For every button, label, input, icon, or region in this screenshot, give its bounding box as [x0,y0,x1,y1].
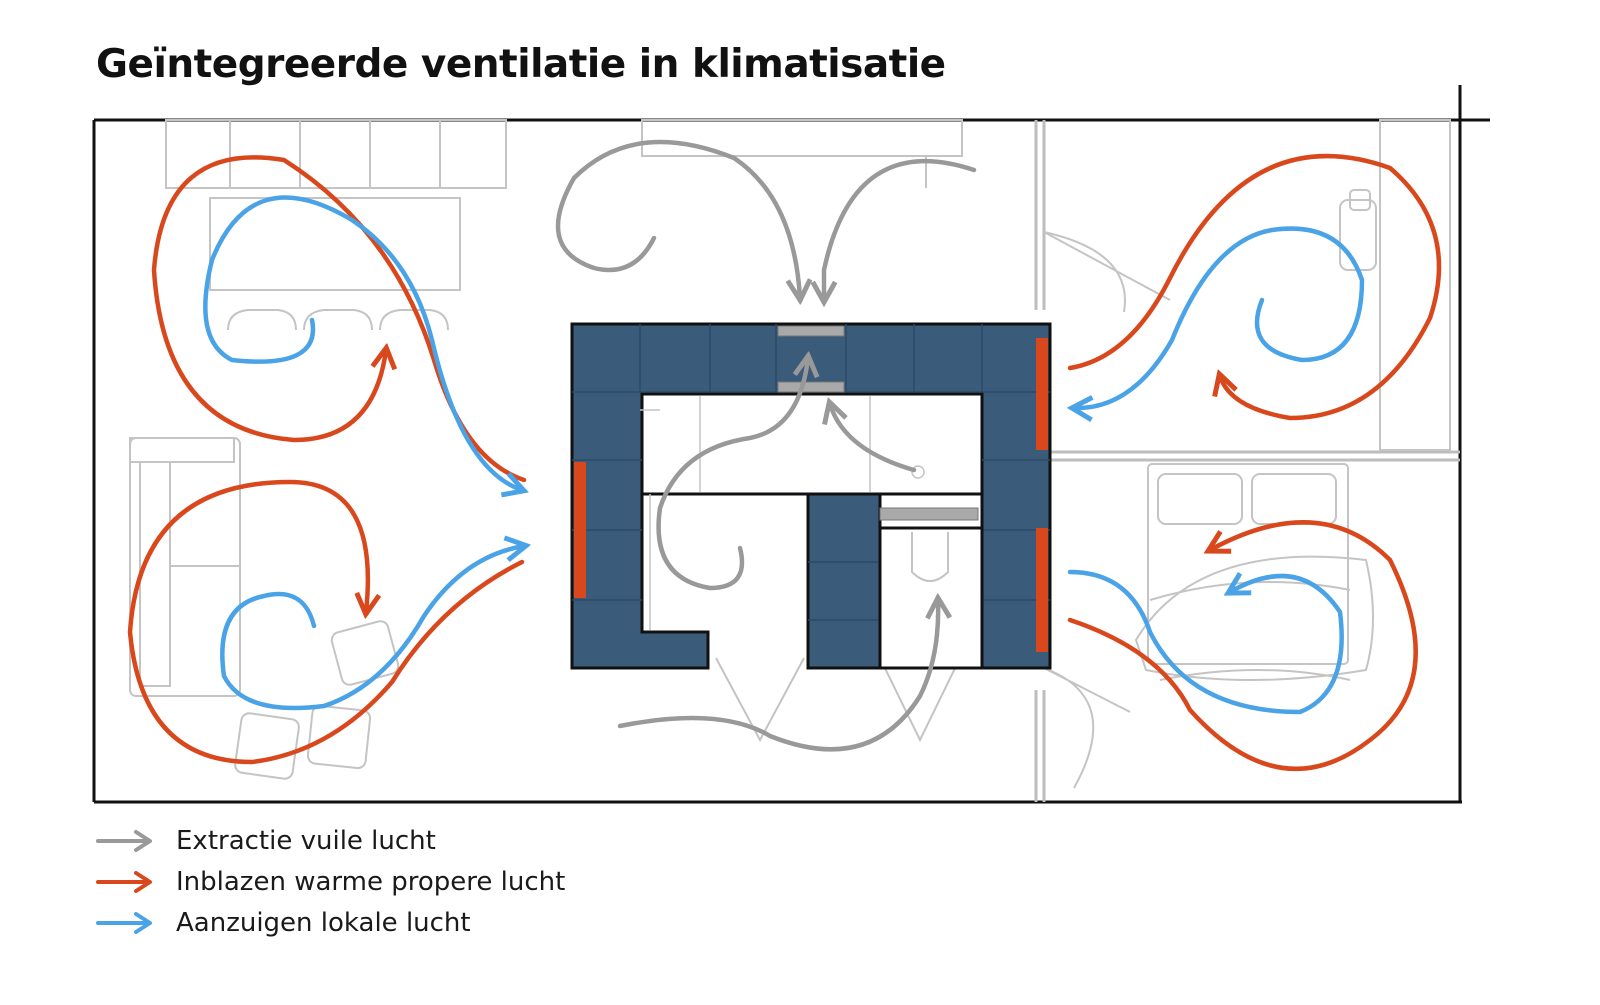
heating-panel [574,462,586,598]
blue-arrow-icon [96,911,152,934]
legend: Extractie vuile lucht Inblazen warme pro… [96,820,565,943]
vent-slot [777,381,845,393]
heating-panel [1036,528,1048,652]
grey-arrow-icon [96,829,152,852]
red-arrow-icon [96,870,152,893]
supply-arrows [127,153,1442,771]
interior-walls [1034,120,1460,802]
diagram-title: Geïntegreerde ventilatie in klimatisatie [96,42,946,87]
legend-item-supply: Inblazen warme propere lucht [96,861,565,902]
vent-slot [879,507,979,521]
legend-label: Extractie vuile lucht [176,825,436,856]
legend-label: Inblazen warme propere lucht [176,866,566,897]
vent-slot [777,325,845,337]
legend-item-local: Aanzuigen lokale lucht [96,902,565,943]
heating-panel [1036,338,1048,450]
legend-label: Aanzuigen lokale lucht [176,907,471,938]
local-arrows [203,195,1365,715]
extraction-arrows [555,139,977,752]
legend-item-extraction: Extractie vuile lucht [96,820,565,861]
central-core [570,322,1052,670]
